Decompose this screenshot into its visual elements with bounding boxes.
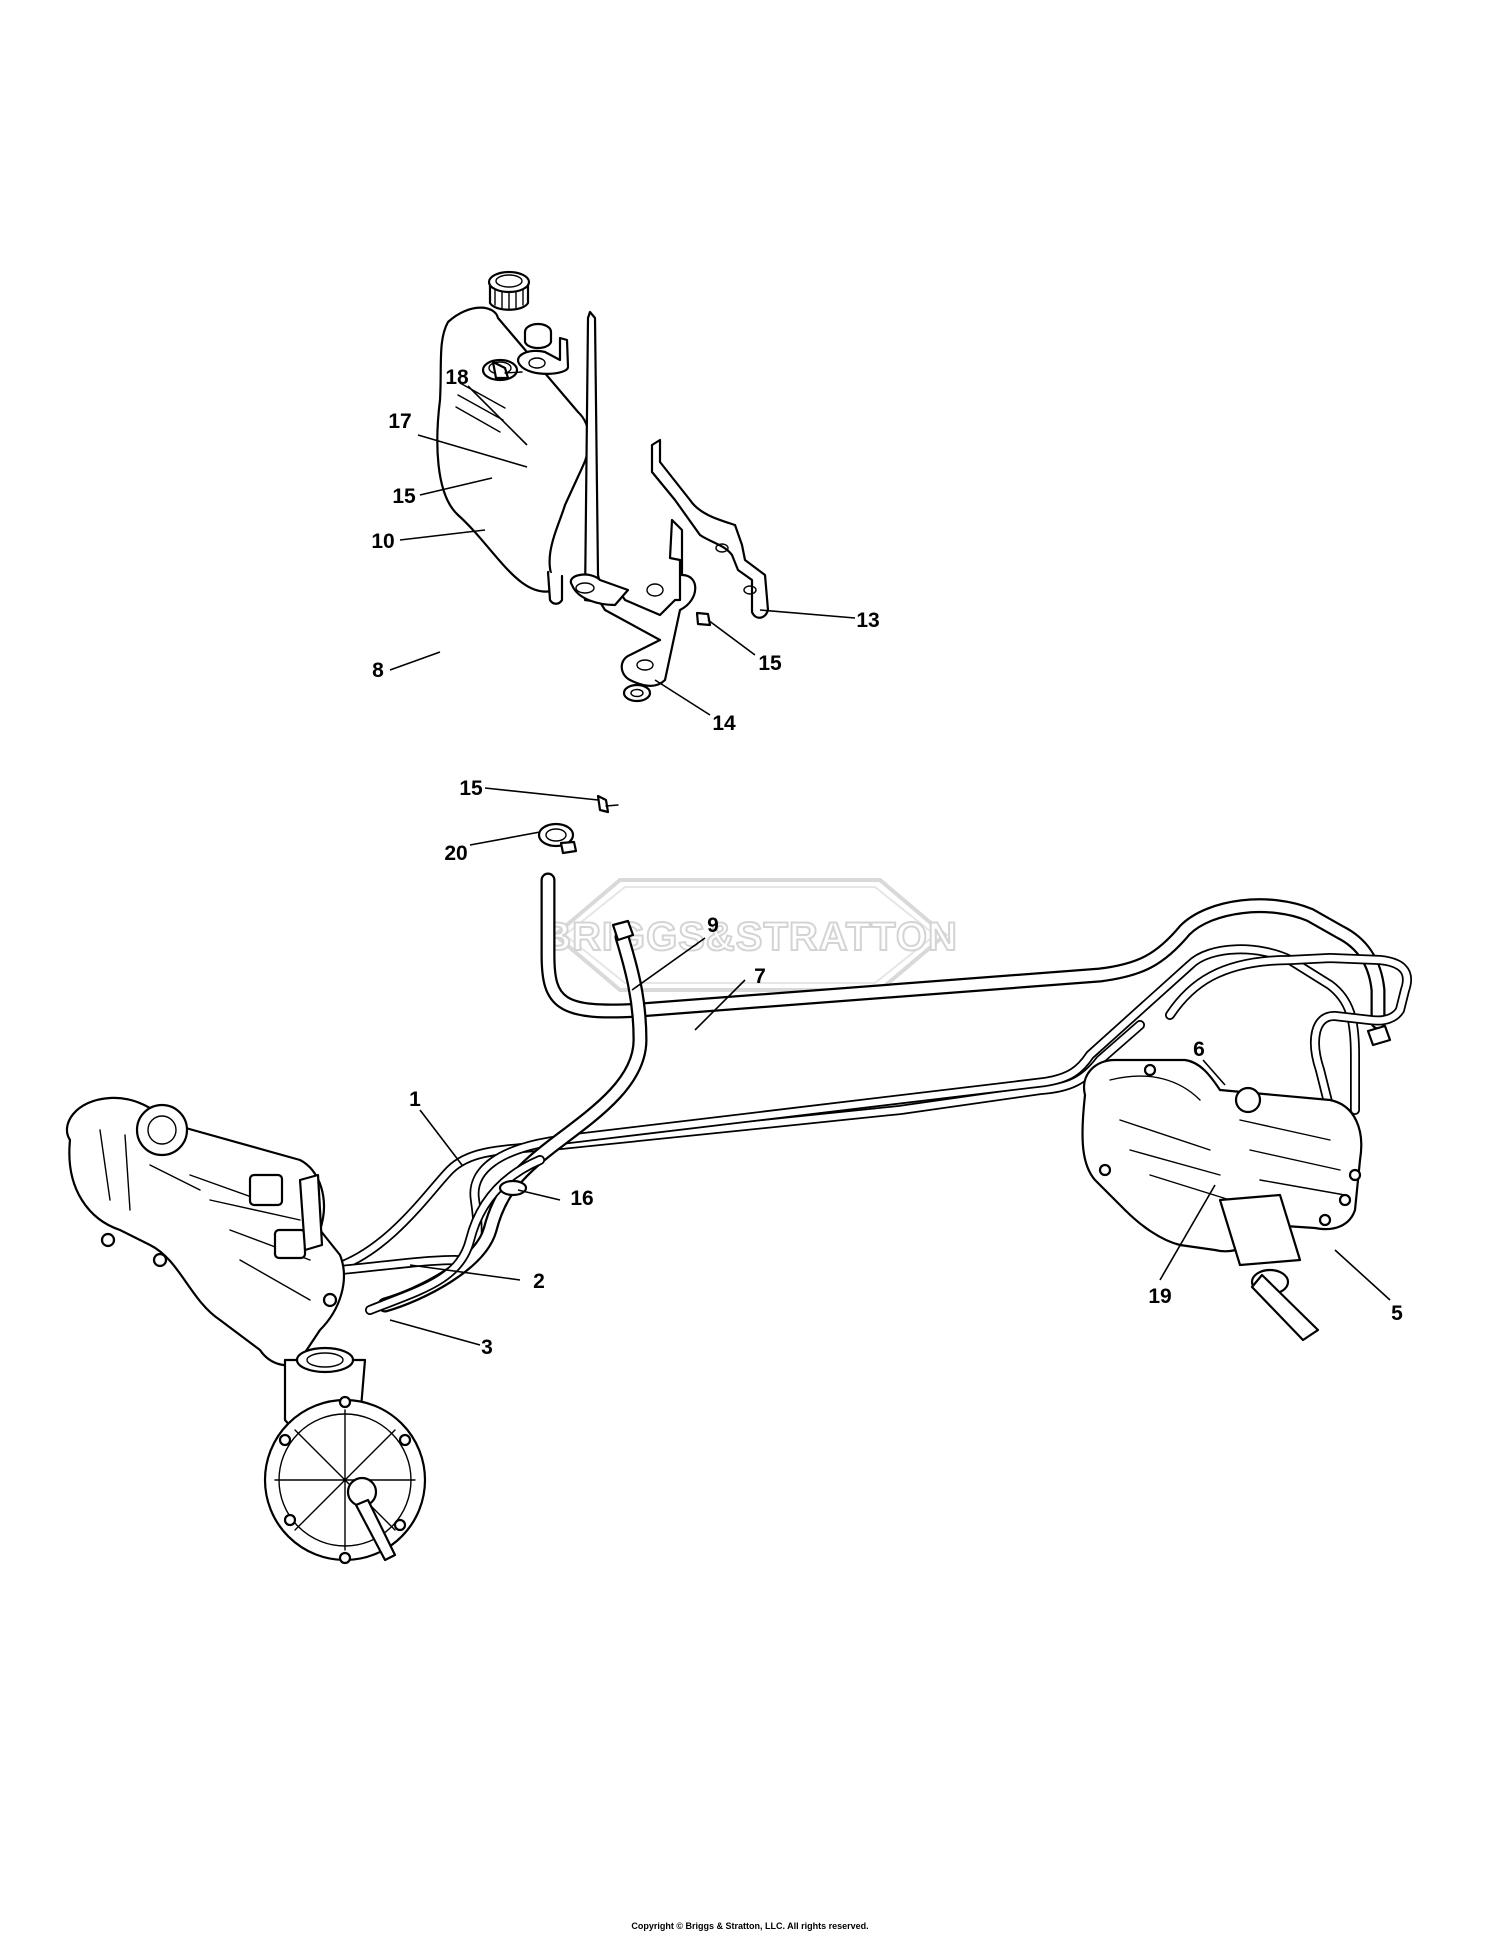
callout-labels: 18 17 15 10 8 13 15 14 15 20 9 7 1 16 2 … (371, 366, 1403, 1359)
callout-15: 15 (459, 777, 483, 800)
leader-lines (389, 385, 1391, 1346)
watermark-text: BRIGGS&STRATTON (542, 915, 958, 959)
callout-13: 13 (856, 609, 879, 632)
hydraulic-hoses (313, 872, 1412, 1315)
callout-8: 8 (372, 659, 384, 682)
callout-17: 17 (388, 410, 411, 433)
mounting-bracket-right (650, 438, 770, 619)
callout-18: 18 (445, 366, 469, 389)
bolt-lower (596, 794, 619, 814)
callout-7: 7 (754, 965, 766, 988)
right-transaxle (1081, 1058, 1363, 1342)
callout-16: 16 (570, 1187, 593, 1210)
fitting-5 (1366, 1024, 1392, 1047)
line-1 (330, 1020, 1145, 1273)
callout-6: 6 (1193, 1038, 1205, 1061)
callout-14: 14 (712, 712, 736, 735)
reservoir-tank (436, 306, 591, 605)
hose-clamp (537, 822, 578, 855)
callout-19: 19 (1148, 1285, 1171, 1308)
callout-9: 9 (707, 914, 719, 937)
callout-5: 5 (1391, 1302, 1403, 1325)
callout-10: 10 (371, 530, 394, 553)
grommet (622, 683, 652, 703)
brand-watermark: BRIGGS&STRATTON (541, 878, 958, 992)
hose-9 (377, 929, 648, 1313)
fitting-9 (611, 919, 635, 942)
reservoir-cap (487, 270, 531, 311)
left-transaxle (65, 1096, 427, 1565)
clamp-16 (498, 1179, 528, 1197)
bolt-upper-left (491, 360, 523, 380)
callout-3: 3 (481, 1336, 493, 1359)
callout-2: 2 (533, 1270, 545, 1293)
cap-bracket (517, 322, 570, 375)
callout-20: 20 (444, 842, 467, 865)
bolt-right (695, 611, 712, 627)
mounting-bracket-left (569, 310, 697, 687)
callout-1: 1 (409, 1088, 421, 1111)
callout-15: 15 (758, 652, 782, 675)
callout-15: 15 (392, 485, 416, 508)
copyright-notice: Copyright © Briggs & Stratton, LLC. All … (631, 1921, 869, 1931)
